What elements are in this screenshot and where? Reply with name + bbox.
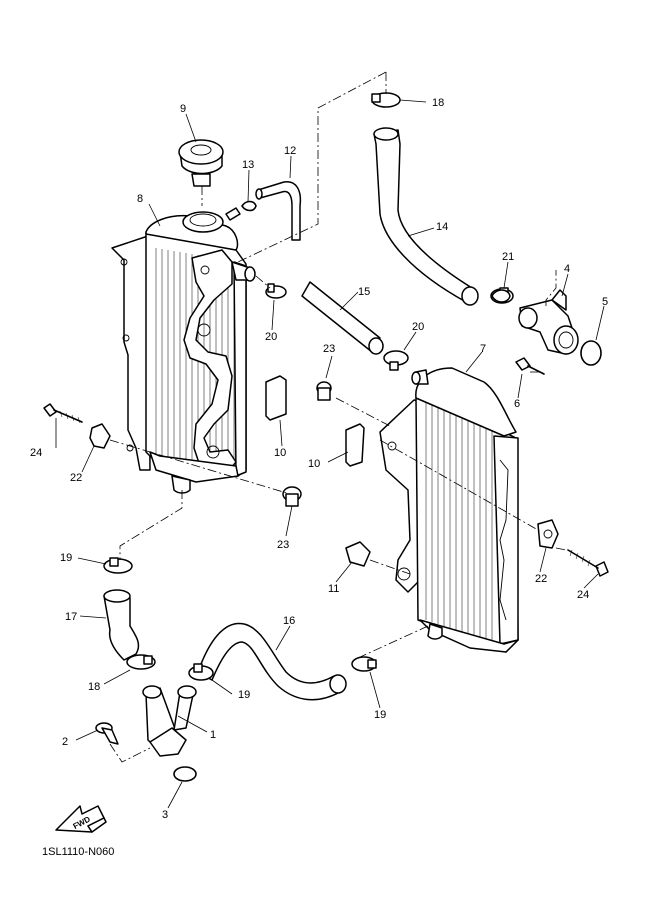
clamp-21 [491, 289, 511, 303]
callout-21: 21 [502, 251, 514, 263]
callout-18a: 18 [432, 97, 444, 109]
callout-3: 3 [162, 809, 168, 821]
callout-22b: 22 [535, 573, 547, 585]
overflow-hose [257, 181, 302, 241]
callout-11: 11 [328, 583, 339, 595]
callout-6: 6 [514, 398, 520, 410]
callout-24a: 24 [30, 447, 42, 459]
upper-hose [373, 129, 473, 303]
callout-12: 12 [284, 145, 296, 157]
callout-2: 2 [62, 736, 68, 748]
callout-13: 13 [242, 159, 254, 171]
callout-16: 16 [283, 615, 295, 627]
bolt-6 [515, 357, 545, 375]
o-ring-5 [580, 340, 602, 366]
callout-8: 8 [137, 193, 143, 205]
damper-11 [345, 541, 371, 567]
assembly-lines [109, 71, 567, 763]
callout-4: 4 [564, 263, 570, 275]
bolts-24 [43, 403, 609, 577]
callout-5: 5 [602, 296, 608, 308]
callouts: 1 2 3 4 5 6 7 8 9 10 10 11 12 13 14 15 1… [30, 97, 608, 821]
callout-20b: 20 [412, 321, 424, 333]
callout-19c: 19 [374, 709, 386, 721]
callout-1: 1 [210, 729, 216, 741]
callout-23a: 23 [323, 343, 335, 355]
callout-23b: 23 [277, 539, 289, 551]
callout-10b: 10 [308, 458, 320, 470]
bolt-2 [95, 722, 119, 745]
callout-15: 15 [358, 286, 370, 298]
callout-10a: 10 [274, 447, 286, 459]
right-radiator [379, 367, 519, 653]
fwd-arrow-icon: FWD [55, 805, 107, 833]
hose-15 [301, 281, 381, 353]
callout-7: 7 [480, 343, 486, 355]
callout-22a: 22 [70, 472, 82, 484]
left-radiator [111, 211, 256, 494]
callout-14: 14 [436, 221, 448, 233]
lower-hose [197, 622, 341, 701]
callout-9: 9 [180, 103, 186, 115]
o-ring-3 [173, 766, 197, 782]
clip [241, 200, 257, 212]
clamps [103, 92, 514, 681]
callout-17: 17 [65, 611, 77, 623]
diagram-code: 1SL1110-N060 [42, 846, 114, 858]
leaders [55, 99, 605, 809]
grommets [89, 423, 559, 549]
dampers [265, 375, 365, 467]
callout-24b: 24 [577, 589, 589, 601]
outlet-pipe [142, 685, 197, 757]
callout-20a: 20 [265, 331, 277, 343]
collars [282, 381, 332, 507]
water-joint [518, 289, 579, 355]
callout-18b: 18 [88, 681, 100, 693]
radiator-cap [178, 139, 224, 187]
callout-19b: 19 [238, 689, 250, 701]
callout-19a: 19 [60, 552, 72, 564]
